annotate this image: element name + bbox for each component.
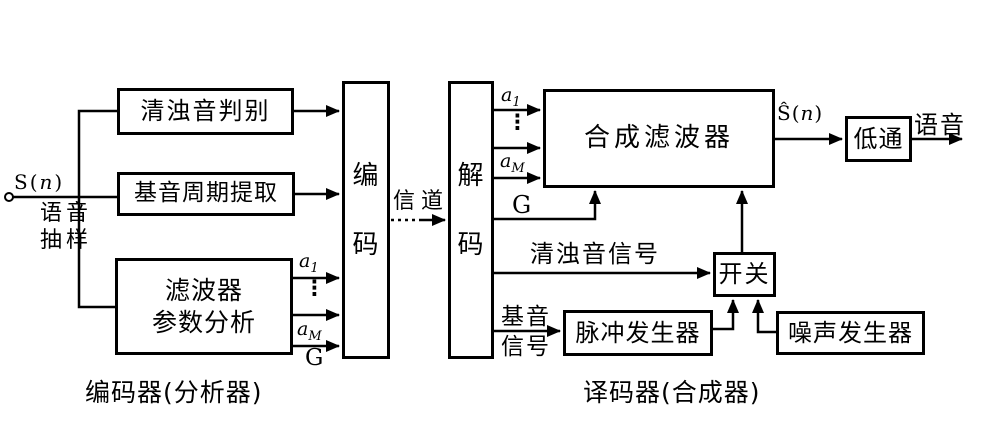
speech-output-label: 语音 xyxy=(914,111,966,139)
filter-box-text: 滤波器 参数分析 xyxy=(151,275,256,337)
arrow-gain-to-synth xyxy=(494,190,601,221)
decoder-caption: 译码器(合成器) xyxy=(583,378,761,407)
switch-box: 开关 xyxy=(713,252,776,297)
encoder-box: 编 码 xyxy=(342,81,390,359)
arrow-pulse-to-switch xyxy=(713,299,739,331)
filter-parameter-analysis-box: 滤波器 参数分析 xyxy=(115,258,293,355)
pitch-period-extraction-box: 基音周期提取 xyxy=(117,172,295,216)
encoder-caption: 编码器(分析器) xyxy=(85,378,263,407)
synthesis-filter-box: 合成滤波器 xyxy=(543,89,775,188)
coeff-dots-decoder: ⋮ xyxy=(507,110,528,134)
voiced-unvoiced-decision-box: 清浊音判别 xyxy=(117,88,294,135)
noise-generator-box: 噪声发生器 xyxy=(776,311,925,355)
pulse-generator-box: 脉冲发生器 xyxy=(563,310,713,356)
coeff-a1-label-decoder: a1 xyxy=(501,84,521,110)
coeff-am-label-decoder: aM xyxy=(500,150,525,176)
decoder-box: 解 码 xyxy=(448,81,494,359)
voiced-unvoiced-signal-label: 清浊音信号 xyxy=(530,240,660,268)
lowpass-filter-box: 低通 xyxy=(845,116,912,162)
input-signal-label: S(n) xyxy=(14,170,65,194)
input-terminal xyxy=(4,192,14,202)
wire-input-branch xyxy=(77,109,117,309)
gain-label-encoder: G xyxy=(305,345,324,371)
channel-label: 信道 xyxy=(393,189,450,214)
synth-output-signal-label: Ŝ(n) xyxy=(777,101,824,125)
gain-label-decoder: G xyxy=(512,191,532,219)
arrow-noise-to-switch xyxy=(752,299,776,334)
coeff-dots-encoder: ⋮ xyxy=(304,276,325,300)
coeff-a1-label-encoder: a1 xyxy=(299,250,319,276)
pitch-signal-label: 基音 信号 xyxy=(501,304,551,360)
coeff-am-label-encoder: aM xyxy=(297,318,322,344)
input-description-label: 语音 抽样 xyxy=(40,201,93,253)
